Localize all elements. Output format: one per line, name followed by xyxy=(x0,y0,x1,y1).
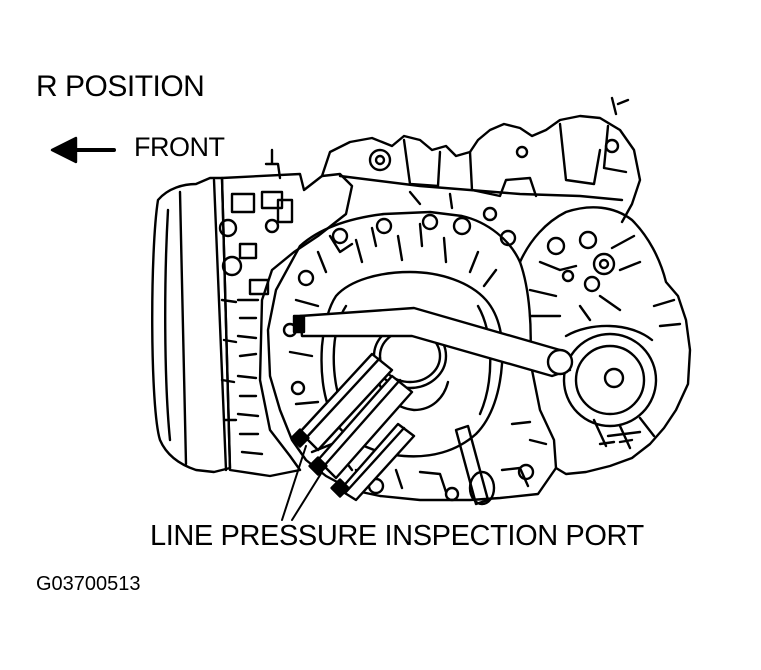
inspection-port-callout-label: LINE PRESSURE INSPECTION PORT xyxy=(150,520,644,552)
front-case-housing xyxy=(151,176,232,474)
callout-leader-lines xyxy=(281,445,323,521)
lower-case-details xyxy=(338,420,548,506)
pressure-port-tubes xyxy=(290,306,574,502)
differential-housing xyxy=(518,96,692,476)
figure-id-label: G03700513 xyxy=(36,573,141,595)
front-direction-label: FRONT xyxy=(134,132,225,162)
upper-case xyxy=(320,114,642,224)
valve-body xyxy=(218,148,354,478)
diagram-title: R POSITION xyxy=(36,70,205,103)
rear-cover-plate xyxy=(266,206,558,502)
left-arrow-icon xyxy=(50,136,116,164)
